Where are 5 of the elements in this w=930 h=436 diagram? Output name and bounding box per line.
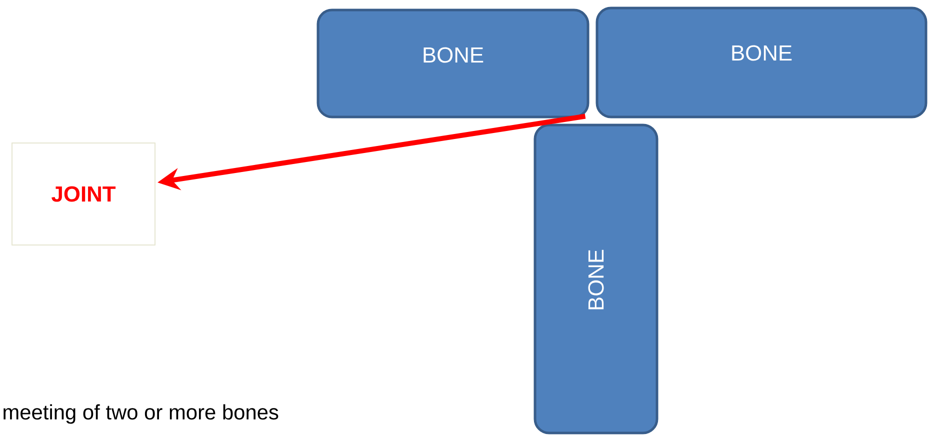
caption-text: meeting of two or more bones bbox=[4, 404, 278, 424]
bone-box: BONE bbox=[596, 6, 928, 118]
bone-box: BONE bbox=[534, 124, 658, 434]
joint-box: JOINT bbox=[12, 142, 156, 246]
bone-box: BONE bbox=[316, 8, 590, 118]
